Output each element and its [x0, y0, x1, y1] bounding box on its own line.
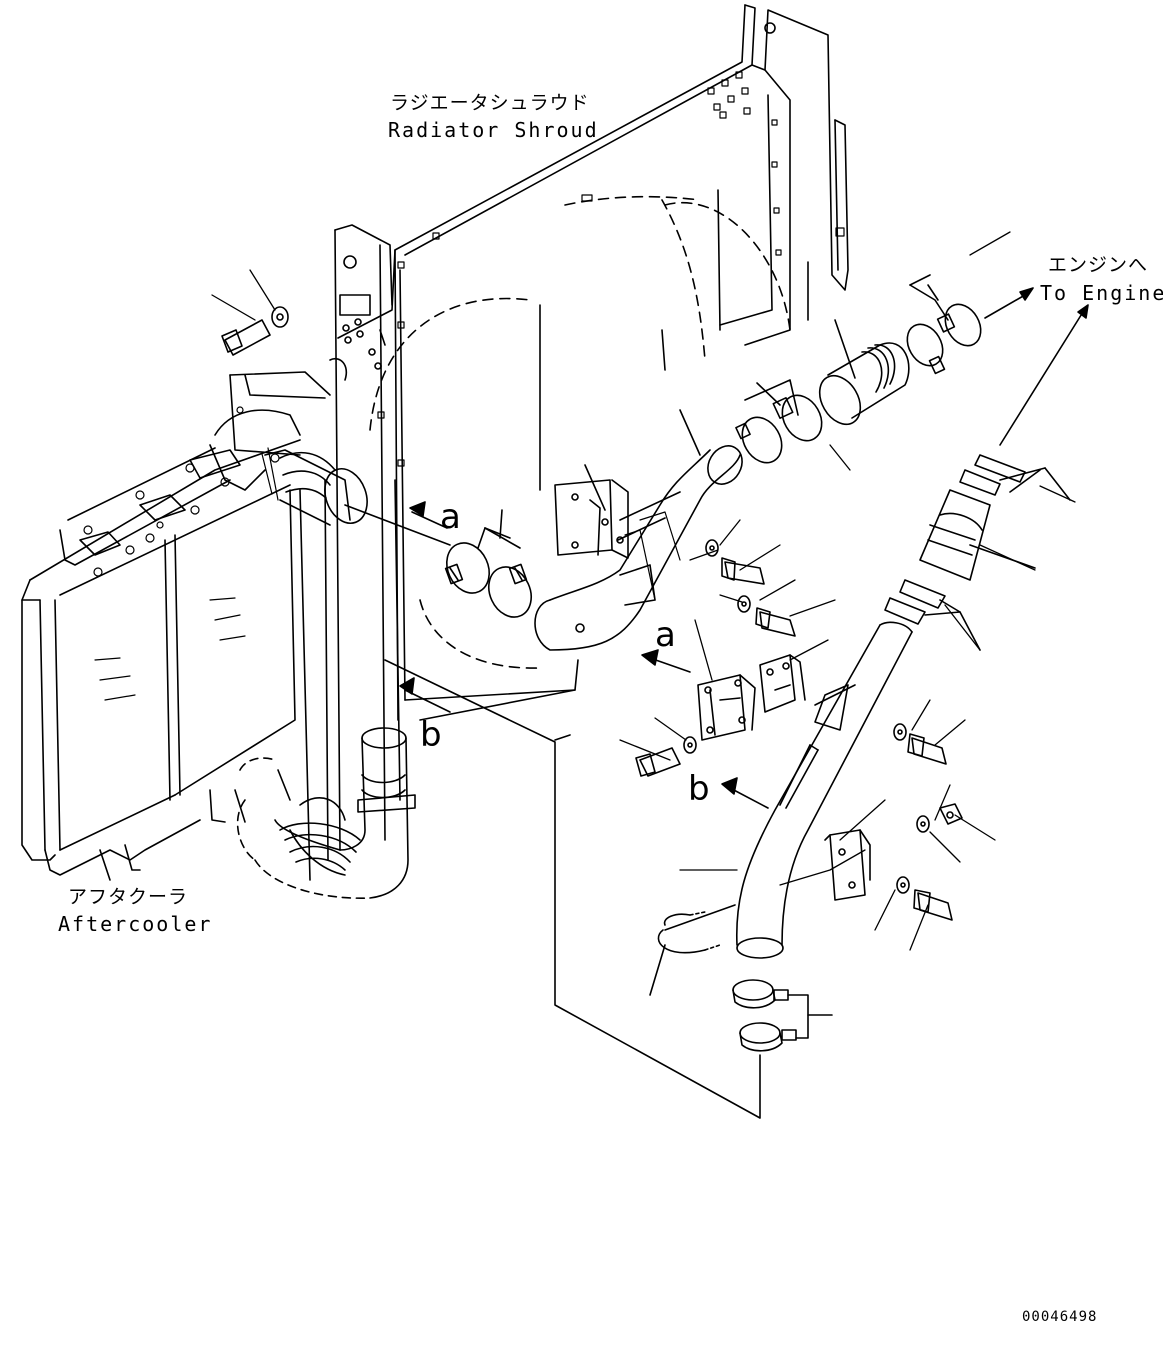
view-reference-b [385, 660, 768, 1118]
hose-clamps-a [439, 510, 539, 624]
radiator-shroud-label-jp: ラジエータシュラウド [390, 92, 590, 114]
long-pipe [737, 622, 912, 958]
aftercooler-label-jp: アフタクーラ [68, 886, 189, 908]
hose-clamps-upper [734, 380, 829, 470]
u-bolt [650, 905, 735, 995]
view-marker-b-left: b [420, 715, 442, 755]
curved-hose [535, 410, 749, 650]
middle-brackets [698, 655, 870, 900]
aftercooler [22, 372, 330, 880]
leader-lines [212, 232, 1075, 950]
bolts-and-washers [222, 307, 962, 920]
radiator-shroud [338, 5, 848, 720]
upper-brackets [555, 465, 680, 605]
drawing-number: 00046498 [1022, 1309, 1098, 1325]
hose-clamps-lower [733, 980, 832, 1051]
aftercooler-top-hose [210, 410, 374, 529]
to-engine-label-en: To Engine [1040, 281, 1163, 305]
aftercooler-bottom-hose [235, 728, 415, 898]
view-marker-b-mid: b [688, 769, 710, 809]
radiator-shroud-label-en: Radiator Shroud [388, 118, 599, 142]
view-reference-a [345, 502, 690, 672]
aftercooler-label-en: Aftercooler [58, 912, 213, 936]
hose-clamps-top [900, 275, 988, 373]
view-marker-a-top: a [440, 497, 461, 537]
to-engine-arrows [985, 288, 1088, 445]
rubber-sleeve-upper [811, 320, 908, 432]
engine-side-hose [885, 455, 1070, 650]
vertical-pillar [300, 225, 400, 880]
to-engine-label-jp: エンジンへ [1048, 254, 1149, 276]
view-marker-a-mid: a [655, 615, 676, 655]
